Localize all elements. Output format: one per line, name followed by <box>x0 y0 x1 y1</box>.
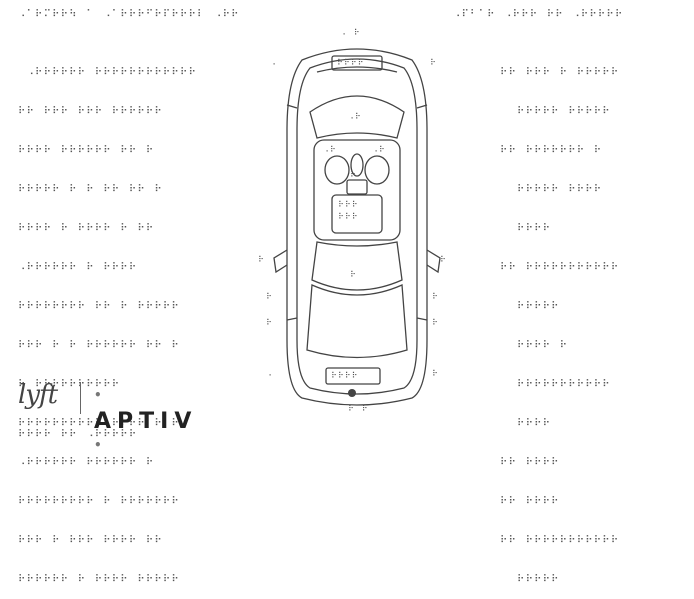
car-right-side-label: ⠗ <box>430 58 437 67</box>
car-left-side-label: ⠗ <box>258 255 265 264</box>
car-bottom-marker: ⠗⠀⠗ <box>348 404 369 413</box>
body-left-line: ⠀⠠⠗⠗⠗⠗⠗⠗⠀⠗⠗⠗⠗⠗⠗⠗⠗⠗⠗⠗⠗ <box>18 67 198 78</box>
body-left-line: ⠗⠗⠗⠗⠗⠗⠗⠗⠀⠗⠗⠀⠗⠀⠗⠗⠗⠗⠗ <box>18 301 180 312</box>
body-right-line: ⠗⠗⠀⠗⠗⠗⠀⠗⠀⠗⠗⠗⠗⠗ <box>500 67 620 78</box>
rear-plate-box <box>325 367 381 385</box>
aptiv-dot-left: • <box>94 388 108 402</box>
console-box <box>331 194 383 234</box>
steering-shape <box>350 153 364 177</box>
car-top-marker: ⠠⠀⠗ <box>340 28 361 37</box>
body-right-line: ⠀⠀⠗⠗⠗⠗ <box>500 418 552 429</box>
car-left-side-label: ⠠ <box>266 369 273 378</box>
hood-line <box>316 66 398 73</box>
car-left-side-label: ⠗ <box>266 318 273 327</box>
roof <box>313 139 401 241</box>
body-left-line: ⠗⠗⠀⠗⠗⠗⠀⠗⠗⠗⠀⠗⠗⠗⠗⠗⠗ <box>18 106 163 117</box>
body-right-line: ⠗⠗⠀⠗⠗⠗⠗ <box>500 457 560 468</box>
right-mirror <box>426 249 441 274</box>
body-left-line: ⠗⠗⠗⠗⠀⠗⠗⠗⠗⠗⠗⠀⠗⠗⠀⠗ <box>18 145 155 156</box>
body-left-line: ⠗⠗⠗⠗⠗⠗⠀⠗⠀⠗⠗⠗⠗⠀⠗⠗⠗⠗⠗ <box>18 574 180 585</box>
car-front-plate-label: ⠗⠗⠗⠗ <box>337 58 365 67</box>
car-right-side-label: ⠗ <box>432 318 439 327</box>
body-right-line: ⠀⠀⠗⠗⠗⠗⠀⠗ <box>500 340 569 351</box>
car-left-side-label: ⠠⠀ <box>270 58 284 67</box>
car-center-label: ⠗ <box>350 170 357 179</box>
aptiv-wordmark: APTIV <box>94 409 198 434</box>
car-windshield-label: ⠠⠗ <box>348 112 362 121</box>
car-console-label-2: ⠗⠗⠗ <box>338 212 359 221</box>
wheel-line <box>286 104 298 109</box>
car-rear-center-label: ⠗ <box>350 270 357 279</box>
car-body-outline <box>286 48 428 406</box>
body-right-line: ⠀⠀⠗⠗⠗⠗⠗ <box>500 574 560 585</box>
trunk <box>306 284 408 359</box>
car-top-view-diagram <box>273 48 441 406</box>
header-left-braille: ⠠⠁⠗⠍⠗⠗⠳⠀⠁⠀⠠⠁⠗⠗⠗⠋⠗⠏⠗⠗⠗⠇⠀⠠⠗⠗ <box>18 9 240 20</box>
car-inner-outline <box>296 58 418 395</box>
car-rear-plate-label: ⠗⠗⠗⠗ <box>331 371 359 380</box>
body-left-line: ⠗⠗⠗⠗⠗⠗⠗⠗⠗⠀⠗⠀⠗⠗⠗⠗⠗⠗⠗ <box>18 496 180 507</box>
footer-braille: ⠗⠗⠗⠗⠀⠗⠗⠀⠠⠗⠗⠗⠗⠗ <box>18 429 138 440</box>
center-box <box>346 179 368 195</box>
body-right-line: ⠀⠀⠗⠗⠗⠗ <box>500 223 552 234</box>
header-right-braille: ⠠⠏⠃⠁⠗⠀⠠⠗⠗⠗⠀⠗⠗⠀⠠⠗⠗⠗⠗⠗ <box>453 9 624 20</box>
body-right-line: ⠀⠀⠗⠗⠗⠗⠗⠀⠗⠗⠗⠗⠗ <box>500 106 611 117</box>
body-right-line: ⠗⠗⠀⠗⠗⠗⠗⠗⠗⠗⠀⠗ <box>500 145 603 156</box>
rear-window <box>311 241 403 291</box>
body-left-line: ⠠⠗⠗⠗⠗⠗⠗⠀⠗⠀⠗⠗⠗⠗ <box>18 262 138 273</box>
body-right-line: ⠀⠀⠗⠗⠗⠗⠗ <box>500 301 560 312</box>
car-right-side-label: ⠗ <box>432 369 439 378</box>
aptiv-logo: • APTIV • <box>94 384 197 459</box>
body-left-braille: ⠀⠠⠗⠗⠗⠗⠗⠗⠀⠗⠗⠗⠗⠗⠗⠗⠗⠗⠗⠗⠗ ⠗⠗⠀⠗⠗⠗⠀⠗⠗⠗⠀⠗⠗⠗⠗⠗⠗ … <box>18 40 248 599</box>
car-left-side-label: ⠗ <box>266 292 273 301</box>
body-right-line: ⠗⠗⠀⠗⠗⠗⠗⠗⠗⠗⠗⠗⠗⠗ <box>500 262 620 273</box>
aptiv-dot-right: • <box>94 438 108 452</box>
lyft-logo: lyft <box>18 380 58 410</box>
wheel-line <box>416 317 428 321</box>
car-console-label: ⠗⠗⠗ <box>338 200 359 209</box>
body-left-line: ⠗⠗⠗⠀⠗⠀⠗⠗⠗⠀⠗⠗⠗⠗⠀⠗⠗ <box>18 535 163 546</box>
body-right-line: ⠗⠗⠀⠗⠗⠗⠗ <box>500 496 560 507</box>
car-seat-right-label: ⠠⠗ <box>372 145 386 154</box>
body-left-line: ⠗⠗⠗⠗⠗⠀⠗⠀⠗⠀⠗⠗⠀⠗⠗⠀⠗ <box>18 184 163 195</box>
body-right-line: ⠀⠀⠗⠗⠗⠗⠗⠀⠗⠗⠗⠗ <box>500 184 603 195</box>
wheel-line <box>286 317 298 321</box>
body-left-line: ⠗⠗⠗⠗⠗⠗⠗⠗⠗⠗⠀⠗⠗⠗⠗⠀⠗⠀⠗ <box>18 418 180 429</box>
seat-right <box>364 155 390 185</box>
wheel-line <box>416 104 428 109</box>
body-right-line: ⠀⠀⠗⠗⠗⠗⠗⠗⠗⠗⠗⠗⠗ <box>500 379 611 390</box>
front-plate-box <box>331 55 383 71</box>
body-right-line: ⠗⠗⠀⠗⠗⠗⠗⠗⠗⠗⠗⠗⠗⠗ <box>500 535 620 546</box>
logo-divider <box>80 382 81 414</box>
left-mirror <box>273 249 288 274</box>
emblem-icon <box>348 389 356 397</box>
car-right-side-label: ⠗ <box>440 255 447 264</box>
body-left-line: ⠗⠀⠗⠗⠗⠗⠗⠗⠗⠗⠗⠗ <box>18 379 121 390</box>
car-right-side-label: ⠗ <box>432 292 439 301</box>
body-left-line: ⠗⠗⠗⠗⠀⠗⠀⠗⠗⠗⠗⠀⠗⠀⠗⠗ <box>18 223 155 234</box>
body-right-braille: ⠗⠗⠀⠗⠗⠗⠀⠗⠀⠗⠗⠗⠗⠗ ⠀⠀⠗⠗⠗⠗⠗⠀⠗⠗⠗⠗⠗ ⠗⠗⠀⠗⠗⠗⠗⠗⠗⠗⠀… <box>500 40 690 599</box>
body-left-line: ⠗⠗⠗⠀⠗⠀⠗⠀⠗⠗⠗⠗⠗⠗⠀⠗⠗⠀⠗ <box>18 340 180 351</box>
seat-left <box>324 155 350 185</box>
windshield <box>309 95 405 139</box>
car-seat-left-label: ⠠⠗ <box>323 145 337 154</box>
